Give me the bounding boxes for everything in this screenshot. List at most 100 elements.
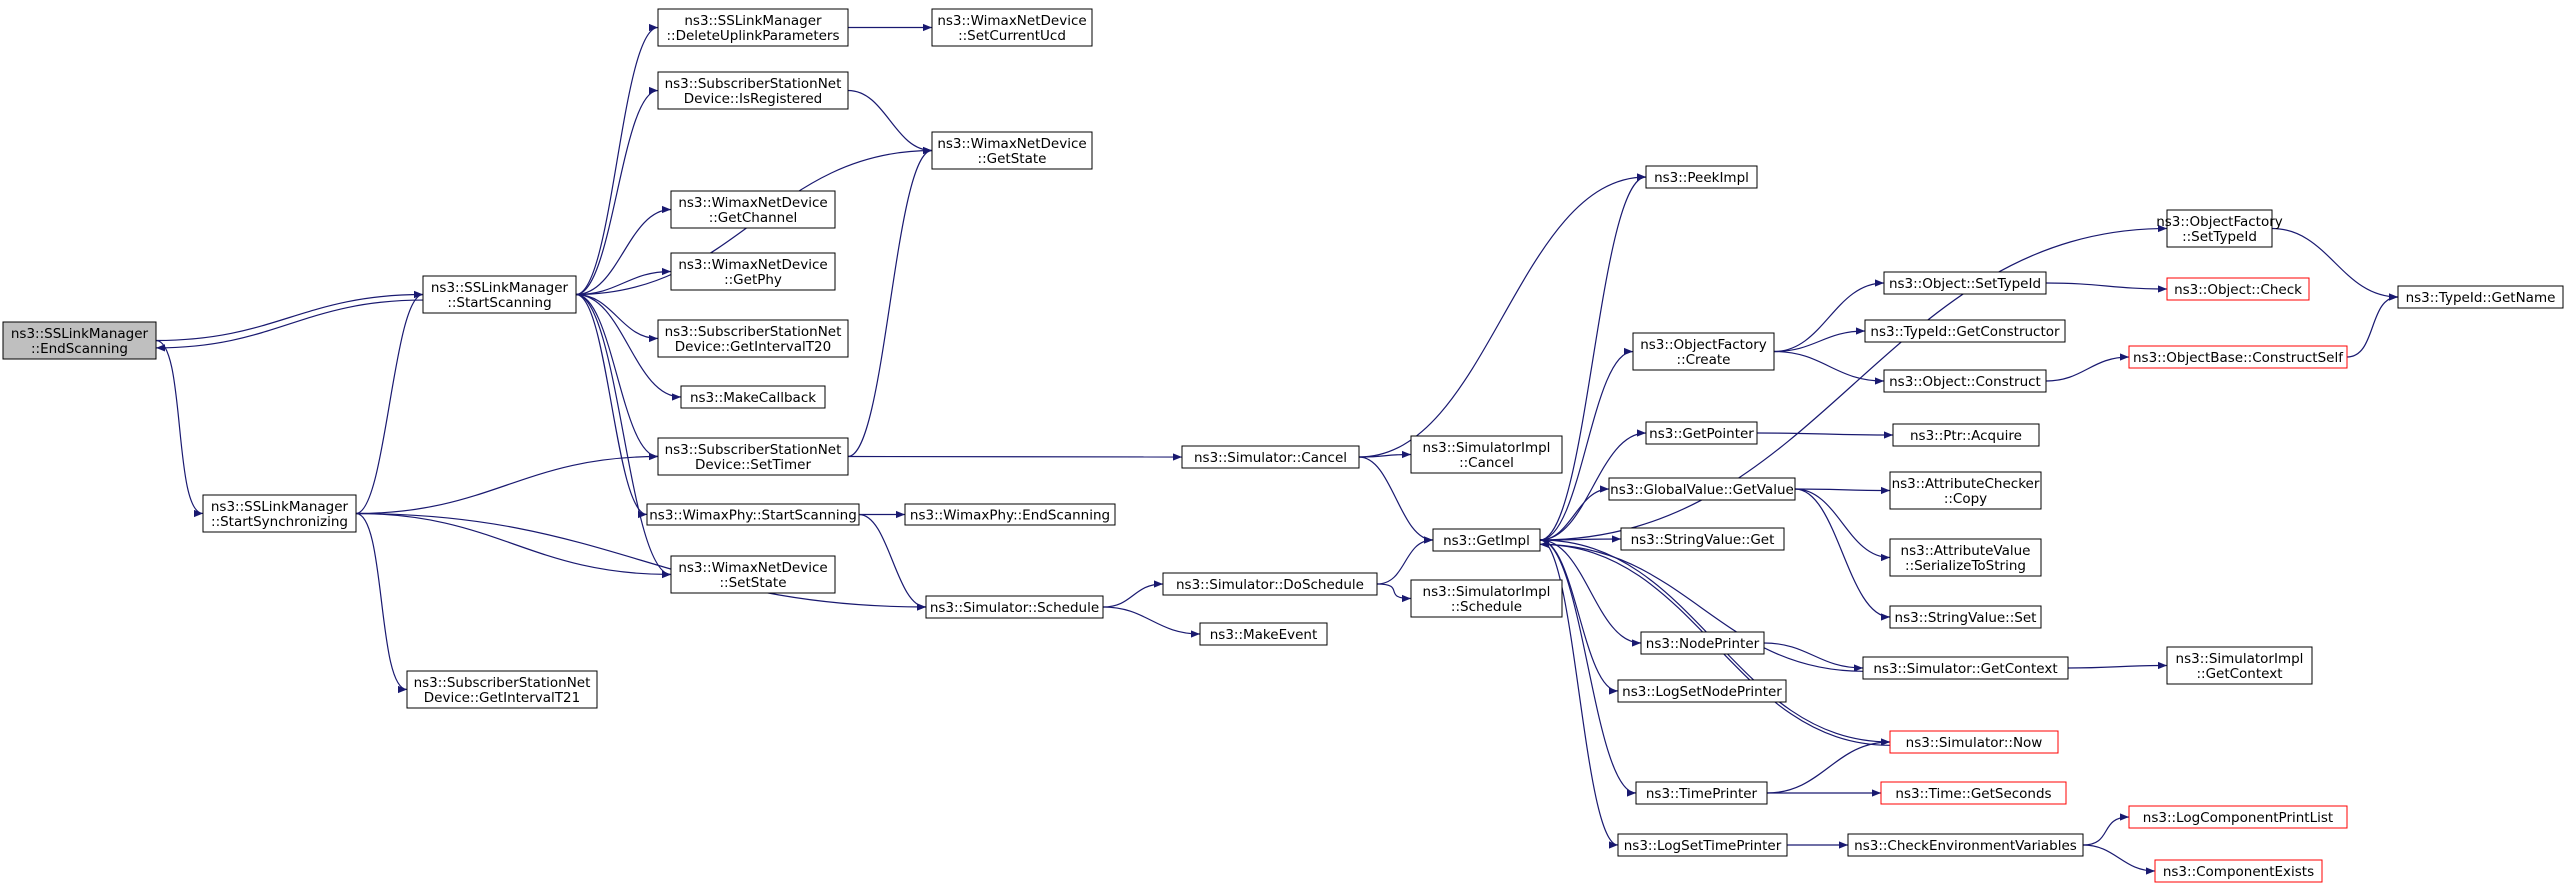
node-ss-endscanning[interactable]: ns3::SSLinkManager::EndScanning — [2, 321, 157, 360]
node-label: ns3::SimulatorImpl — [1423, 584, 1551, 600]
node-label: ns3::WimaxNetDevice — [937, 136, 1086, 152]
edge-getimpl-to-of-create — [1539, 347, 1634, 541]
node-label: ns3::WimaxNetDevice — [678, 257, 827, 273]
node-getpointer[interactable]: ns3::GetPointer — [1645, 421, 1758, 445]
node-label: ns3::MakeEvent — [1210, 627, 1318, 643]
node-gv-getvalue[interactable]: ns3::GlobalValue::GetValue — [1608, 477, 1796, 501]
edge-ss-startsync-to-sim-schedule — [355, 512, 927, 611]
node-wnd-getstate[interactable]: ns3::WimaxNetDevice::GetState — [931, 131, 1093, 170]
node-time-getseconds[interactable]: ns3::Time::GetSeconds — [1880, 781, 2067, 805]
node-logsettimeprinter[interactable]: ns3::LogSetTimePrinter — [1617, 833, 1788, 857]
edge-ssnd-settimer-to-wnd-getstate — [847, 146, 933, 458]
node-of-settypeid[interactable]: ns3::ObjectFactory::SetTypeId — [2156, 209, 2283, 248]
node-box — [1410, 579, 1563, 618]
node-box — [1889, 605, 2042, 629]
node-obj-settypeid[interactable]: ns3::Object::SetTypeId — [1883, 271, 2047, 295]
node-logcomponentprintlist[interactable]: ns3::LogComponentPrintList — [2128, 805, 2348, 829]
node-stringvalue-get[interactable]: ns3::StringValue::Get — [1620, 527, 1785, 551]
node-simimpl-getcontext[interactable]: ns3::SimulatorImpl::GetContext — [2166, 646, 2313, 685]
node-ss-startscanning[interactable]: ns3::SSLinkManager::StartScanning — [422, 275, 577, 314]
node-sim-cancel[interactable]: ns3::Simulator::Cancel — [1181, 445, 1360, 469]
node-stringvalue-set[interactable]: ns3::StringValue::Set — [1889, 605, 2042, 629]
edge-sim-doschedule-to-getimpl — [1376, 536, 1434, 585]
node-label: ns3::SubscriberStationNet — [665, 76, 842, 92]
node-wnd-setcurrentucd[interactable]: ns3::WimaxNetDevice::SetCurrentUcd — [931, 8, 1093, 47]
node-label: ::GetContext — [2196, 666, 2282, 682]
node-of-create[interactable]: ns3::ObjectFactory::Create — [1632, 332, 1775, 371]
node-timeprinter[interactable]: ns3::TimePrinter — [1635, 781, 1768, 805]
node-phy-startscanning[interactable]: ns3::WimaxPhy::StartScanning — [646, 503, 860, 526]
node-simimpl-cancel[interactable]: ns3::SimulatorImpl::Cancel — [1410, 435, 1563, 474]
node-ss-startsync[interactable]: ns3::SSLinkManager::StartSynchronizing — [202, 494, 357, 533]
edge-ss-startsync-to-ss-startscanning — [355, 290, 424, 515]
node-peekimpl[interactable]: ns3::PeekImpl — [1645, 165, 1758, 189]
node-attrchecker-copy[interactable]: ns3::AttributeChecker::Copy — [1889, 471, 2042, 510]
node-sim-schedule[interactable]: ns3::Simulator::Schedule — [925, 595, 1104, 619]
node-typeid-getconstructor[interactable]: ns3::TypeId::GetConstructor — [1864, 319, 2066, 343]
edge-sim-doschedule-to-simimpl-schedule — [1376, 583, 1412, 603]
node-obj-check[interactable]: ns3::Object::Check — [2166, 277, 2310, 301]
node-phy-endscanning[interactable]: ns3::WimaxPhy::EndScanning — [904, 503, 1116, 526]
node-typeid-getname[interactable]: ns3::TypeId::GetName — [2397, 285, 2564, 309]
node-box — [931, 131, 1093, 170]
node-nodeprinter[interactable]: ns3::NodePrinter — [1640, 631, 1765, 655]
node-box — [680, 385, 826, 409]
node-getimpl[interactable]: ns3::GetImpl — [1432, 528, 1541, 552]
node-obj-construct[interactable]: ns3::Object::Construct — [1883, 369, 2047, 393]
node-box — [657, 319, 849, 358]
node-box — [1632, 332, 1775, 371]
node-box — [202, 494, 357, 533]
node-checkenvvars[interactable]: ns3::CheckEnvironmentVariables — [1847, 833, 2084, 857]
node-box — [1181, 445, 1360, 469]
node-objbase-constructself[interactable]: ns3::ObjectBase::ConstructSelf — [2128, 345, 2348, 369]
edge-ss-startscanning-to-wnd-getchannel — [575, 205, 672, 296]
node-label: ns3::Simulator::Schedule — [930, 600, 1099, 616]
node-box — [657, 437, 849, 476]
edge-sim-schedule-to-makeevent — [1102, 606, 1201, 638]
node-label: ns3::Simulator::DoSchedule — [1176, 577, 1364, 593]
edge-objbase-constructself-to-typeid-getname — [2346, 293, 2399, 358]
node-ssnd-settimer[interactable]: ns3::SubscriberStationNetDevice::SetTime… — [657, 437, 849, 476]
node-ss-deleteuplink[interactable]: ns3::SSLinkManager::DeleteUplinkParamete… — [657, 8, 849, 47]
node-label: ::DeleteUplinkParameters — [666, 28, 839, 44]
edge-ss-startscanning-to-wnd-getphy — [575, 267, 672, 296]
node-attrvalue-serialize[interactable]: ns3::AttributeValue::SerializeToString — [1889, 538, 2042, 577]
node-wnd-getchannel[interactable]: ns3::WimaxNetDevice::GetChannel — [670, 190, 836, 229]
node-label: ns3::ObjectFactory — [2156, 214, 2283, 230]
node-makecallback[interactable]: ns3::MakeCallback — [680, 385, 826, 409]
node-ssnd-getintervalt20[interactable]: ns3::SubscriberStationNetDevice::GetInte… — [657, 319, 849, 358]
node-wnd-setstate[interactable]: ns3::WimaxNetDevice::SetState — [670, 555, 836, 594]
node-componentexists[interactable]: ns3::ComponentExists — [2154, 859, 2323, 883]
node-label: ns3::ObjectBase::ConstructSelf — [2133, 350, 2344, 366]
edge-getimpl-to-peekimpl — [1539, 173, 1647, 541]
node-label: ns3::NodePrinter — [1646, 636, 1760, 652]
node-box — [1199, 622, 1328, 646]
edge-sim-getcontext-to-simimpl-getcontext — [2067, 661, 2168, 670]
node-logsetnodeprinter[interactable]: ns3::LogSetNodePrinter — [1617, 679, 1787, 703]
edge-ss-startscanning-to-ssnd-settimer — [575, 293, 659, 461]
edge-sim-cancel-to-getimpl — [1358, 456, 1434, 544]
node-box — [2128, 805, 2348, 829]
node-sim-now[interactable]: ns3::Simulator::Now — [1889, 730, 2059, 754]
node-label: ns3::GetPointer — [1649, 426, 1754, 442]
node-ptr-acquire[interactable]: ns3::Ptr::Acquire — [1892, 423, 2040, 447]
node-label: ::SetCurrentUcd — [958, 28, 1066, 44]
edge-layer — [155, 23, 2399, 875]
node-ssnd-getintervalt21[interactable]: ns3::SubscriberStationNetDevice::GetInte… — [406, 670, 598, 709]
node-ssnd-isregistered[interactable]: ns3::SubscriberStationNetDevice::IsRegis… — [657, 71, 849, 110]
node-sim-doschedule[interactable]: ns3::Simulator::DoSchedule — [1162, 572, 1378, 596]
node-label: ns3::ObjectFactory — [1640, 337, 1767, 353]
node-label: Device::IsRegistered — [684, 91, 822, 107]
edge-obj-construct-to-objbase-constructself — [2045, 353, 2130, 382]
node-sim-getcontext[interactable]: ns3::Simulator::GetContext — [1862, 656, 2069, 680]
node-label: Device::GetIntervalT21 — [424, 690, 580, 706]
edge-getpointer-to-ptr-acquire — [1756, 431, 1894, 439]
node-wnd-getphy[interactable]: ns3::WimaxNetDevice::GetPhy — [670, 252, 836, 291]
node-box — [1635, 781, 1768, 805]
node-label: Device::GetIntervalT20 — [675, 339, 831, 355]
edge-sim-getcontext-to-getimpl — [1539, 540, 1864, 672]
node-makeevent[interactable]: ns3::MakeEvent — [1199, 622, 1328, 646]
node-box — [1617, 833, 1788, 857]
node-simimpl-schedule[interactable]: ns3::SimulatorImpl::Schedule — [1410, 579, 1563, 618]
node-box — [1847, 833, 2084, 857]
